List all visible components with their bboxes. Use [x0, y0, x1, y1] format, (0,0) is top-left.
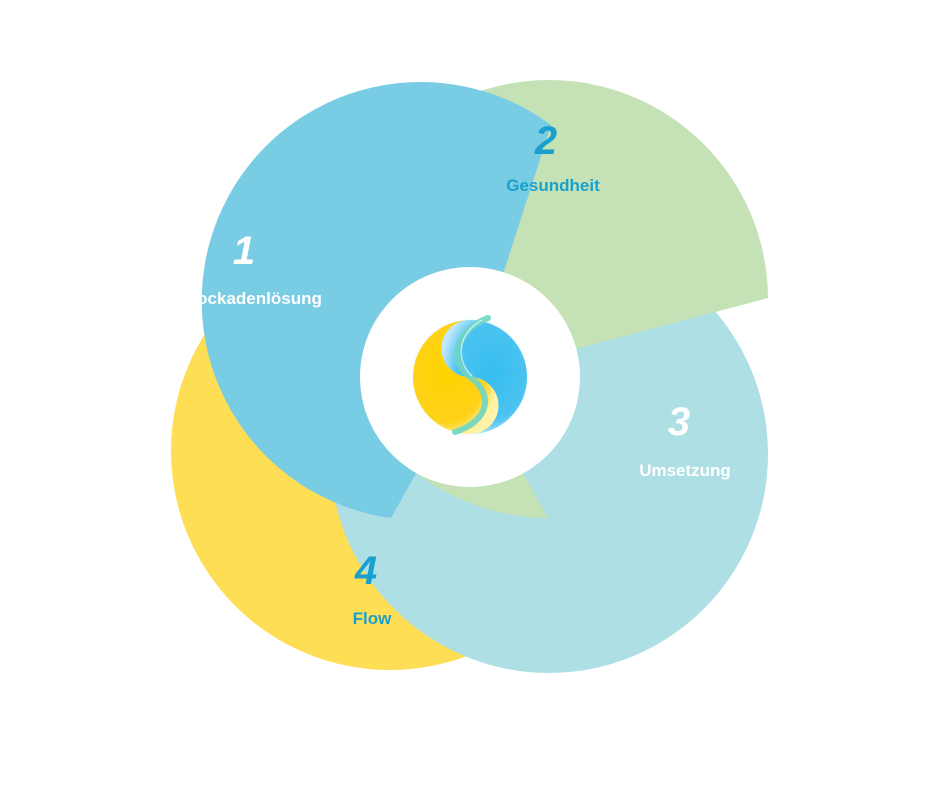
- segment-1-label: Blockadenlösung: [180, 289, 322, 308]
- segment-2-number: 2: [534, 119, 557, 163]
- segment-4-label: Flow: [353, 609, 392, 628]
- petal-blockadenloesung: [201, 82, 552, 518]
- segment-2-label: Gesundheit: [506, 176, 600, 195]
- petal-umsetzung: [330, 235, 768, 673]
- segment-4-number: 4: [354, 549, 377, 593]
- segment-3-label: Umsetzung: [639, 461, 731, 480]
- segment-3-number: 3: [668, 400, 690, 444]
- segment-1-number: 1: [233, 229, 255, 273]
- yin-yang-logo-icon: [412, 315, 528, 435]
